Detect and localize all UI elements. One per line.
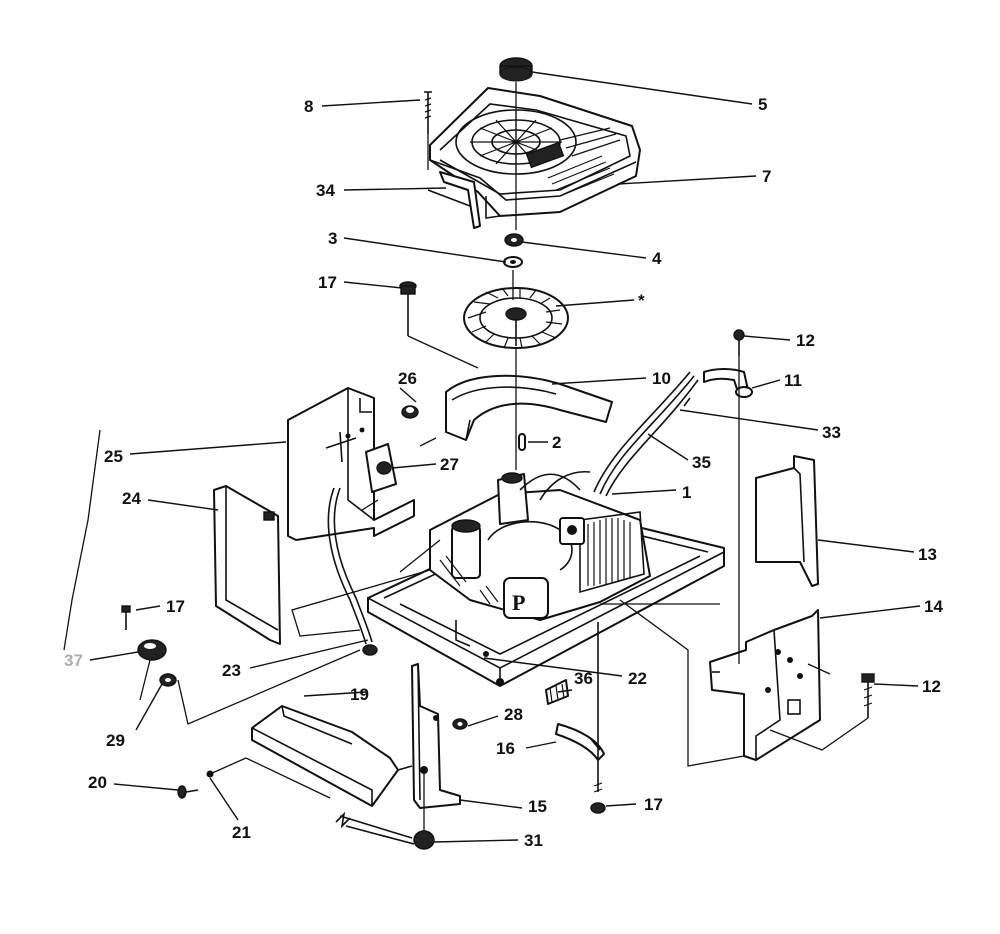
assembly-lines [63,82,869,832]
bracket-panel-14-part[interactable] [709,609,821,761]
wire-harness-part[interactable] [593,371,699,497]
callout-8: 8 [304,97,313,116]
screw-17-left-part[interactable] [121,605,131,630]
callout-35: 35 [692,453,711,472]
bracket-15-part[interactable] [397,663,461,809]
callout-2: 2 [552,433,561,452]
callout-14: 14 [924,597,943,616]
callout-19: 19 [350,685,369,704]
screw-12-lower-part[interactable] [861,673,875,718]
callout-28: 28 [504,705,523,724]
compressor-assembly-part[interactable]: P [429,470,651,621]
callout-36: 36 [574,669,593,688]
cover-bracket-part[interactable] [427,171,481,229]
fitting-27-part[interactable] [376,461,392,475]
callout-star: * [638,291,645,310]
knob-37-part[interactable] [137,639,167,661]
fitting-29-part[interactable] [159,673,177,687]
washer-part[interactable] [503,256,523,268]
screw-17-upper-part[interactable] [399,281,417,336]
grommet-26-part[interactable] [401,405,419,419]
callout-26: 26 [398,369,417,388]
callout-22: 22 [628,669,647,688]
leader-lines [89,71,921,843]
callout-17-upper: 17 [318,273,337,292]
callout-33: 33 [822,423,841,442]
foot-31-part[interactable] [335,811,435,850]
callout-10: 10 [652,369,671,388]
shroud-part[interactable] [445,374,613,441]
callout-21: 21 [232,823,251,842]
callout-11: 11 [784,371,802,390]
callout-20: 20 [88,773,107,792]
screw-20-part[interactable] [177,785,199,799]
callout-25: 25 [104,447,123,466]
callout-37: 37 [64,651,83,670]
fan-blade-part[interactable] [463,287,569,349]
callout-17-lower: 17 [644,795,663,814]
top-screw-part[interactable] [424,91,432,134]
callout-7: 7 [762,167,771,186]
callout-13: 13 [918,545,937,564]
callout-labels: 5 8 7 34 3 4 17 * 12 26 10 11 33 2 25 35… [64,95,943,850]
callout-34: 34 [316,181,335,200]
elbow-tube-part[interactable] [703,368,753,398]
svg-text:P: P [512,590,525,615]
nut-part[interactable] [504,233,524,247]
top-cover-part[interactable] [429,87,641,219]
pin-part[interactable] [518,433,526,451]
screw-12-upper-part[interactable] [733,329,745,356]
callout-31: 31 [524,831,543,850]
knob-part[interactable] [499,57,533,82]
clip-36-part[interactable] [545,679,569,705]
strap-16-part[interactable] [555,723,605,761]
callout-27: 27 [440,455,459,474]
callout-24: 24 [122,489,141,508]
screw-17-lower-part[interactable] [590,622,606,814]
side-panel-13-part[interactable] [755,455,819,587]
callout-29: 29 [106,731,125,750]
callout-16: 16 [496,739,515,758]
callout-3: 3 [328,229,337,248]
grommet-28-part[interactable] [452,718,468,730]
callout-15: 15 [528,797,547,816]
callout-1: 1 [682,483,691,502]
rail-19-part[interactable] [251,705,399,807]
callout-12-lower: 12 [922,677,941,696]
callout-12-upper: 12 [796,331,815,350]
callout-5: 5 [758,95,767,114]
side-panel-25-part[interactable] [287,387,415,541]
callout-23: 23 [222,661,241,680]
callout-4: 4 [652,249,662,268]
side-panel-24-part[interactable] [213,485,281,645]
callout-17-left: 17 [166,597,185,616]
